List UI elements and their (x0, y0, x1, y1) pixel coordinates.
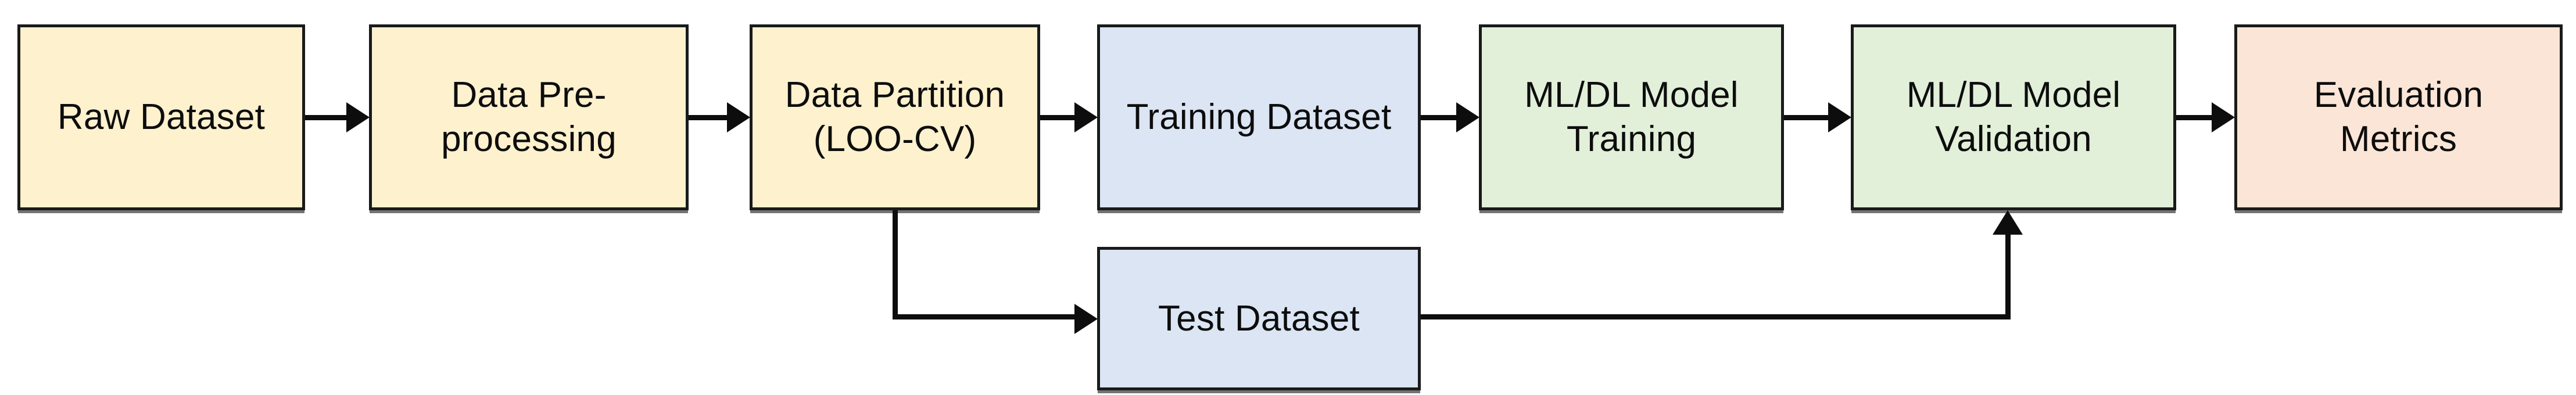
edge-partition-to-test-arrowhead (1074, 304, 1098, 334)
edge-partition-to-training-line (1040, 115, 1076, 120)
edge-training-dataset-to-model-training-line (1421, 115, 1458, 120)
node-label-evaluation-metrics: Evaluation Metrics (2313, 75, 2484, 159)
edge-partition-to-test-horizontal (893, 314, 1077, 319)
node-ml-dl-model-validation[interactable]: ML/DL Model Validation (1851, 24, 2176, 210)
node-label-ml-dl-model-training: ML/DL Model Training (1524, 75, 1739, 159)
edge-model-training-to-validation-line (1784, 115, 1829, 120)
edge-validation-to-metrics-arrowhead (2212, 102, 2235, 132)
node-data-partition[interactable]: Data Partition (LOO-CV) (750, 24, 1040, 210)
node-label-ml-dl-model-validation: ML/DL Model Validation (1906, 75, 2121, 159)
node-raw-dataset[interactable]: Raw Dataset (17, 24, 305, 210)
node-data-preprocessing[interactable]: Data Pre- processing (369, 24, 689, 210)
edge-raw-to-preprocessing-line (305, 115, 349, 120)
node-evaluation-metrics[interactable]: Evaluation Metrics (2234, 24, 2563, 210)
node-test-dataset[interactable]: Test Dataset (1097, 247, 1421, 390)
edge-validation-to-metrics-line (2176, 115, 2213, 120)
edge-preprocessing-to-partition-line (689, 115, 729, 120)
node-label-training-dataset: Training Dataset (1126, 97, 1392, 138)
node-training-dataset[interactable]: Training Dataset (1097, 24, 1421, 210)
node-label-test-dataset: Test Dataset (1158, 298, 1360, 339)
edge-raw-to-preprocessing-arrowhead (346, 102, 370, 132)
edge-preprocessing-to-partition-arrowhead (727, 102, 750, 132)
node-ml-dl-model-training[interactable]: ML/DL Model Training (1479, 24, 1784, 210)
edge-training-dataset-to-model-training-arrowhead (1456, 102, 1479, 132)
node-label-raw-dataset: Raw Dataset (57, 97, 266, 138)
edge-test-to-validation-horizontal (1421, 314, 2011, 319)
node-label-data-preprocessing: Data Pre- processing (441, 75, 617, 159)
node-label-data-partition: Data Partition (LOO-CV) (784, 75, 1005, 159)
edge-partition-to-test-vertical (893, 210, 898, 317)
edge-partition-to-training-arrowhead (1074, 102, 1098, 132)
edge-test-to-validation-arrowhead (1993, 210, 2023, 235)
edge-model-training-to-validation-arrowhead (1828, 102, 1851, 132)
edge-test-to-validation-vertical (2005, 234, 2011, 319)
